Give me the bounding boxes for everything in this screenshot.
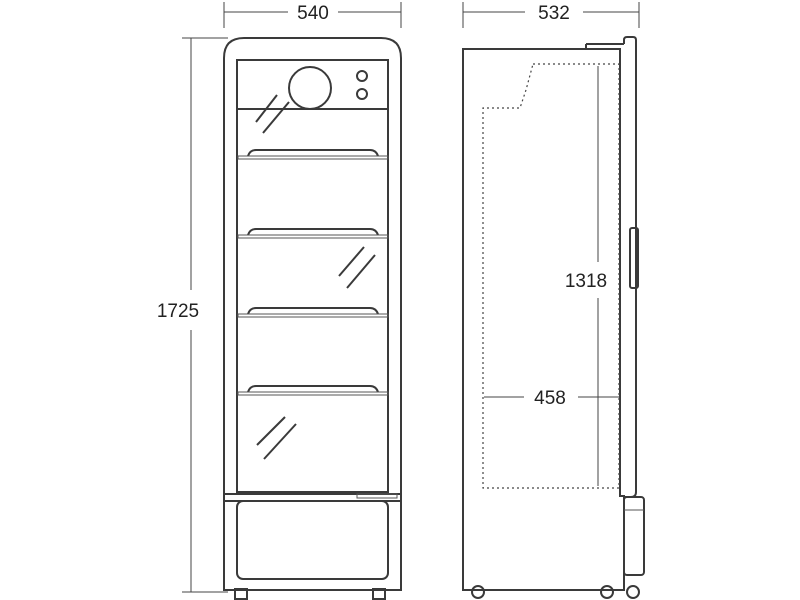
inner-depth-dimension: 458 bbox=[484, 388, 620, 409]
front-view: 540 1725 bbox=[157, 2, 402, 600]
door-handle bbox=[629, 227, 639, 289]
base-compartment bbox=[236, 500, 389, 580]
control-knob bbox=[356, 88, 368, 100]
compressor-housing bbox=[623, 496, 645, 576]
inner-height-dimension: 1318 bbox=[565, 66, 607, 486]
inner-height-label: 1318 bbox=[565, 271, 607, 292]
wheel bbox=[471, 585, 485, 599]
glass-reflection bbox=[256, 416, 297, 460]
side-depth-dimension: 532 bbox=[462, 2, 640, 28]
shelf bbox=[237, 149, 389, 160]
wheel bbox=[626, 585, 640, 599]
cabinet-outline bbox=[223, 37, 402, 591]
front-width-dimension: 540 bbox=[223, 2, 402, 28]
shelf bbox=[237, 228, 389, 239]
glass-door bbox=[236, 59, 389, 493]
wheel bbox=[372, 588, 386, 600]
shelf bbox=[237, 307, 389, 318]
wheel bbox=[234, 588, 248, 600]
front-height-dimension: 1725 bbox=[157, 37, 228, 593]
side-view: 532 1318 458 bbox=[462, 2, 645, 599]
thermometer-dial bbox=[288, 66, 332, 110]
inner-cavity-outline bbox=[482, 63, 620, 489]
inner-depth-label: 458 bbox=[534, 388, 566, 409]
shelf bbox=[237, 385, 389, 396]
control-knob bbox=[356, 70, 368, 82]
wheel bbox=[600, 585, 614, 599]
glass-reflection bbox=[255, 94, 290, 134]
glass-reflection bbox=[338, 246, 376, 289]
door-profile bbox=[623, 36, 637, 498]
side-depth-label: 532 bbox=[538, 3, 570, 24]
front-height-label: 1725 bbox=[157, 301, 199, 322]
side-cabinet-outline bbox=[462, 48, 625, 591]
front-width-label: 540 bbox=[297, 3, 329, 24]
